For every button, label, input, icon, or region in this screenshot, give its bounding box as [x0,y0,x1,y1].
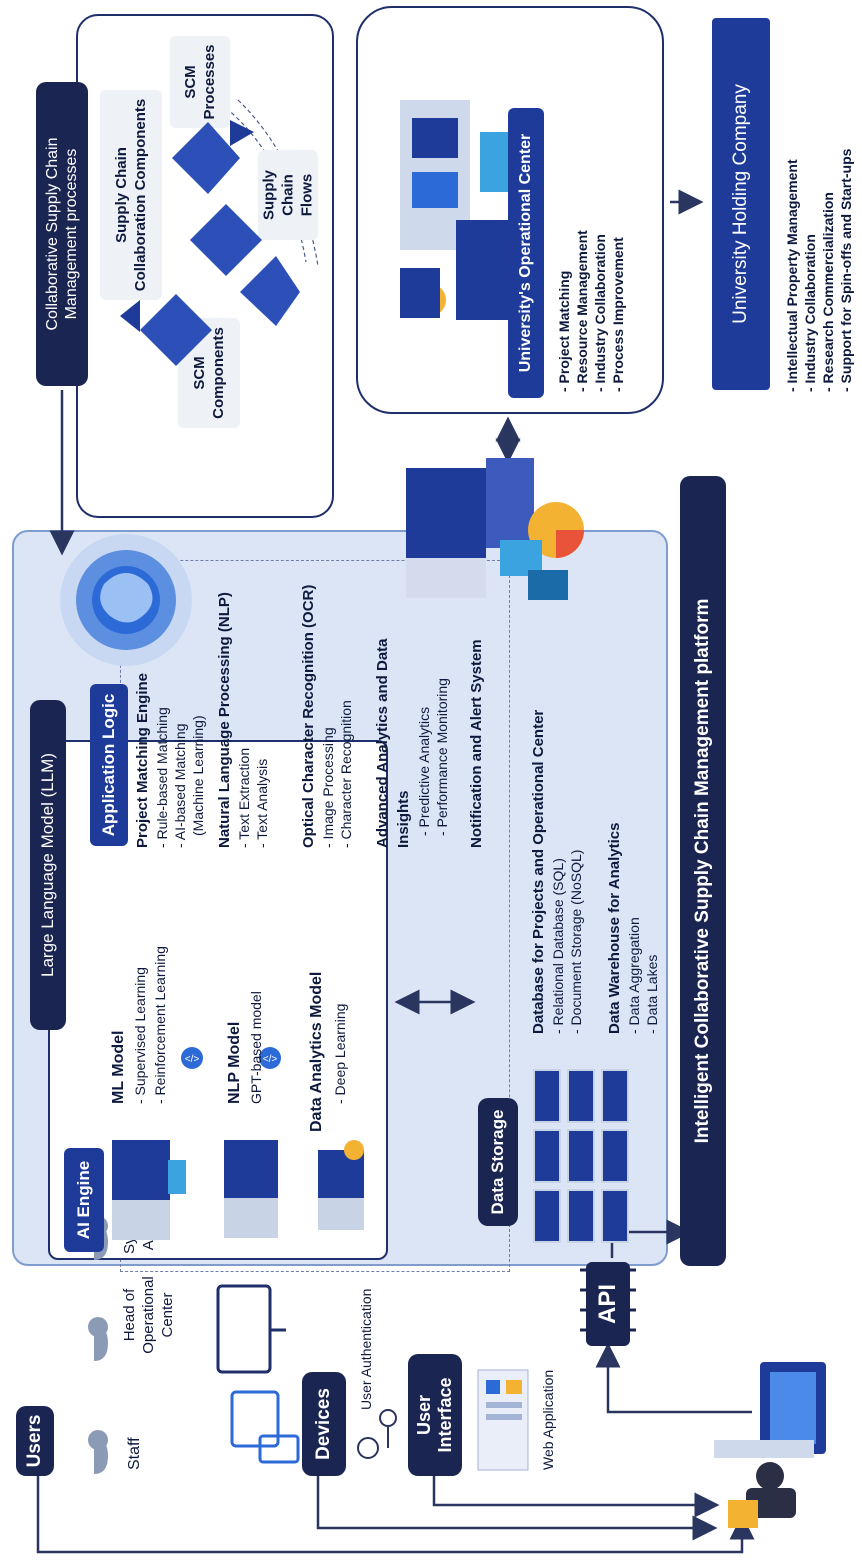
nlp-cube-icon [224,1140,278,1238]
user-interface-header: User Interface [408,1354,462,1476]
scm-flows-card: Supply Chain Flows [258,150,318,240]
users-connector [36,1475,755,1554]
ui-connector [432,1475,720,1518]
svg-text:</>: </> [263,1054,278,1065]
holding-item: - Industry Collaboration [802,234,818,392]
scm-header: Collaborative Supply Chain Management pr… [36,82,88,386]
scm-processes-card: SCM Processes [170,36,230,128]
ml-cube-icon [112,1140,186,1240]
svg-text:</>: </> [185,1054,200,1065]
staff-person-icon [88,1430,108,1474]
data-storage-header: Data Storage [478,1098,518,1226]
platform-header: Intelligent Collaborative Supply Chain M… [680,476,726,1266]
devices-header: Devices [302,1372,346,1476]
holding-item: - Intellectual Property Management [784,159,800,392]
holding-header: University Holding Company [712,18,770,390]
devices-connector [316,1475,718,1541]
head-person-icon [88,1317,108,1361]
analytics-cube-icon [318,1140,364,1230]
scm-collab-components-card: Supply Chain Collaboration Components [100,90,162,300]
ops-center-header: University's Operational Center [508,108,544,398]
users-header: Users [16,1406,54,1476]
code-icon: </> [181,1047,203,1069]
holding-item: - Research Commercialization [820,192,836,392]
code-icon: </> [259,1047,281,1069]
ai-engine-header: AI Engine [64,1148,104,1252]
ops-item: - Process Improvement [610,237,626,392]
chip-icon [580,1262,636,1346]
ops-item: - Resource Management [574,230,590,392]
ops-item: - Industry Collaboration [592,234,608,392]
ops-item: - Project Matching [556,270,572,392]
llm-header: Large Language Model (LLM) [30,700,66,1030]
app-logic-header: Application Logic [90,684,128,846]
api-chip[interactable]: API [578,1260,638,1348]
person-api-connector [595,1342,752,1414]
holding-item: - Support for Spin-offs and Start-ups [838,148,854,392]
